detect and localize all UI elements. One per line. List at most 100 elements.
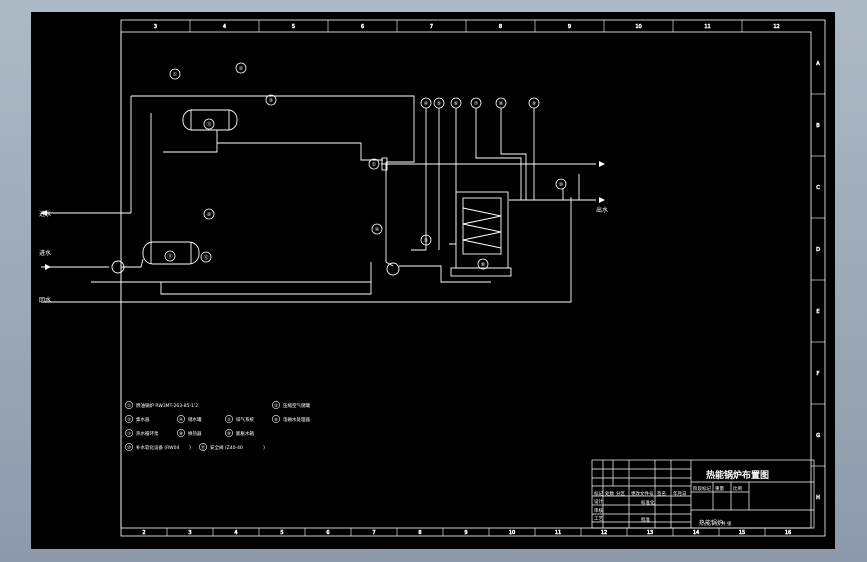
- header-cell-2: 分区: [616, 490, 625, 497]
- top-border-number: 4: [223, 24, 226, 30]
- pipe-drop: [203, 130, 218, 153]
- legend-item-number: ⑦: [127, 431, 131, 437]
- bottom-border-number: 14: [693, 530, 699, 536]
- top-border-number: 11: [704, 24, 710, 30]
- header-cell-0: 标记: [594, 490, 603, 497]
- instrument-bubble: [169, 68, 181, 80]
- arrow-out-right: [599, 197, 605, 203]
- stage-cell-1: 重量: [715, 485, 724, 492]
- instrument-symbol: ⑦: [474, 101, 479, 107]
- bottom-border-number: 11: [555, 530, 561, 536]
- pump-right: [386, 262, 400, 276]
- instrument-symbol: ①: [173, 72, 178, 78]
- pipe-lower-loop: [160, 282, 372, 295]
- instrument-symbol: ⑨: [532, 101, 536, 107]
- instrument-line-1: [411, 108, 427, 251]
- legend-bubble: [272, 415, 280, 423]
- heat-exchanger-tank: [455, 191, 509, 269]
- inner-frame: [120, 31, 812, 529]
- pipe-lower-run: [91, 262, 372, 283]
- legend-item-number: ③: [127, 417, 131, 423]
- instrument-symbol: ⑧: [481, 262, 486, 268]
- drawing-subtitle: 热能锅炉: [699, 519, 723, 527]
- instrument-bubble: [265, 94, 277, 106]
- top-border-number: 12: [773, 24, 779, 30]
- flow-arrows: [41, 161, 605, 270]
- top-border-number: 6: [361, 24, 364, 30]
- arrow-out-left-top: [41, 210, 47, 216]
- instrument-bubble: [371, 223, 383, 235]
- top-border-number: 3: [154, 24, 157, 30]
- standardization-label: 标准化: [641, 499, 655, 506]
- instrument-bubble: [235, 62, 247, 74]
- row-label-design: 设计: [594, 498, 603, 505]
- instrument-bubble: [368, 158, 380, 170]
- instrument-bubble: [420, 97, 432, 109]
- legend-item-text: 膨胀水箱: [236, 430, 254, 437]
- header-cell-5: 年月日: [673, 490, 687, 497]
- legend-item-text: 排气系统: [236, 416, 254, 423]
- legend-bubble: [199, 443, 207, 451]
- bottom-border-number: 12: [601, 530, 607, 536]
- drawing-title: 热能锅炉布置图: [706, 469, 769, 481]
- legend-item-text: 安全阀 (Z40-40: [210, 444, 243, 451]
- legend-item-text: 集水器: [136, 416, 150, 423]
- instrument-bubble: [203, 118, 215, 130]
- drawing-frame: [120, 19, 826, 537]
- tank-base: [450, 267, 512, 277]
- instrument-symbol: ⑫: [203, 254, 208, 261]
- legend-item-number: ⑧: [179, 431, 183, 437]
- legend-bubble: [177, 429, 185, 437]
- instrument-symbol: ⑧: [499, 101, 504, 107]
- instrument-symbol: ⑤: [437, 101, 441, 107]
- instrument-bubble: [203, 208, 215, 220]
- instrument-bubble: [164, 250, 176, 262]
- legend-item-number: ⑩: [127, 445, 131, 451]
- filter-element: [381, 157, 388, 171]
- instrument-bubble: [420, 234, 432, 246]
- instrument-bubble: [528, 97, 540, 109]
- instrument-symbol: ①: [372, 162, 377, 168]
- title-block: [591, 459, 815, 529]
- instrument-line-4: [475, 108, 522, 200]
- legend-bubble: [272, 401, 280, 409]
- sheet-info: 共 张: [721, 520, 732, 527]
- legend-bubble: [177, 415, 185, 423]
- instrument-symbol: ⑬: [206, 121, 211, 128]
- instrument-symbol: ⑩: [207, 212, 212, 218]
- legend-item-text: 储水罐: [188, 416, 202, 423]
- instrument-line-5: [500, 108, 527, 200]
- bottom-border-number: 2: [142, 530, 145, 536]
- legend-item-text: 燃油锅炉 RW3MT-263-85-1'2: [136, 402, 198, 409]
- equipment: [111, 109, 512, 277]
- right-border-letter: B: [816, 123, 820, 129]
- pipe-return-bottom: [41, 197, 572, 303]
- outer-frame: [120, 19, 826, 537]
- instrument-bubble: [555, 178, 567, 190]
- legend-item-text: 换热器: [188, 430, 202, 437]
- instrument-bubble: [433, 97, 445, 109]
- legend-item-number: ④: [179, 417, 183, 423]
- legend-item-text: 电磁水处理器: [283, 416, 310, 423]
- top-border-number: 5: [292, 24, 295, 30]
- arrow-in-left-mid: [45, 264, 51, 270]
- heat-exchanger-coil-box: [462, 197, 502, 255]
- bottom-border-number: 15: [739, 530, 745, 536]
- legend-bubble: [125, 429, 133, 437]
- header-cell-3: 更改文件号: [631, 490, 654, 497]
- bottom-border-number: 6: [326, 530, 329, 536]
- legend-item-number: ⑥: [274, 417, 278, 423]
- top-border-number: 10: [635, 24, 641, 30]
- legend-item-number: ⑪: [201, 444, 206, 451]
- bottom-border-number: 4: [234, 530, 237, 536]
- legend-bubble: [125, 443, 133, 451]
- legend-bubble: [225, 429, 233, 437]
- legend-bracket: ): [263, 445, 265, 451]
- right-border-letter: E: [816, 309, 819, 315]
